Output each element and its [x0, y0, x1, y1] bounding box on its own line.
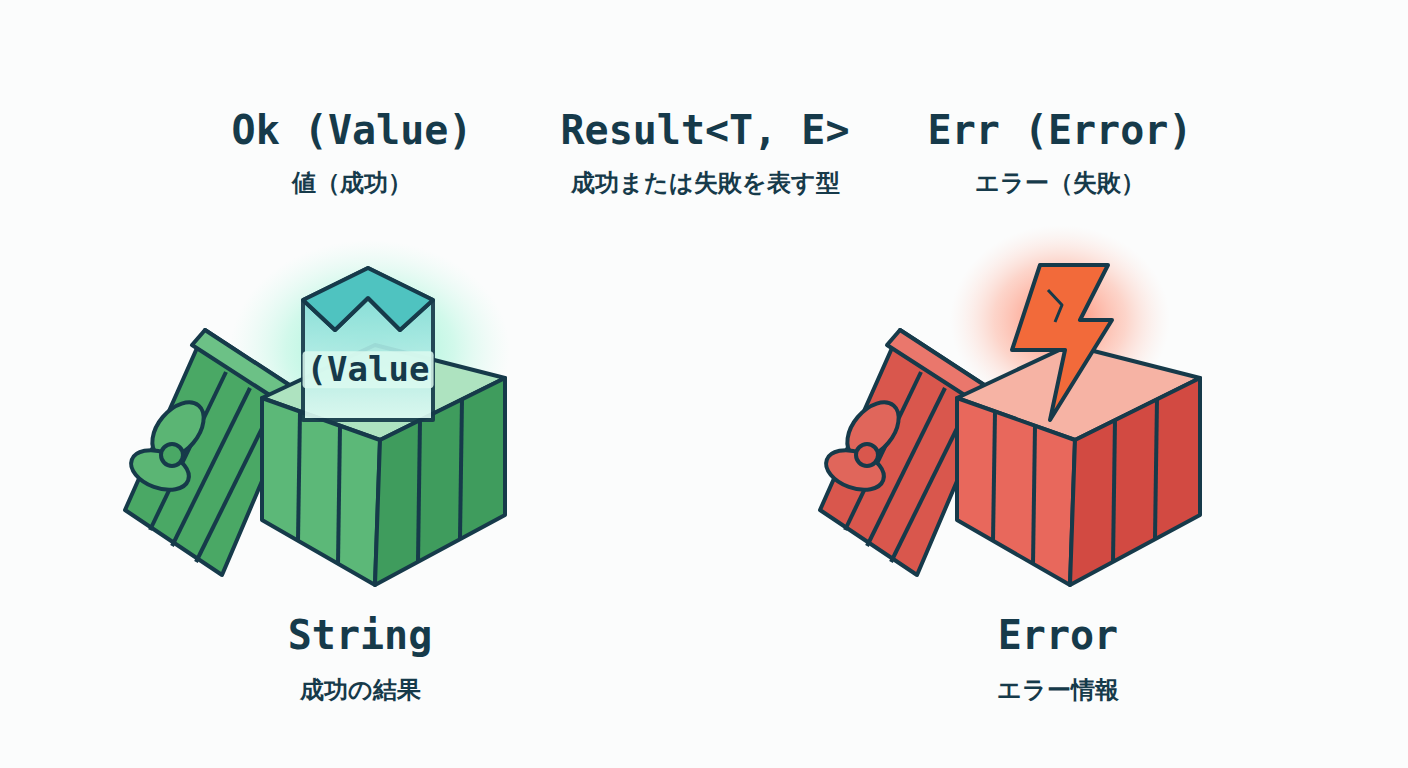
green-box [262, 345, 505, 585]
header-label: Ok (Value) [232, 108, 473, 152]
box-text: String [288, 613, 433, 657]
red-box [957, 345, 1200, 585]
header-label: 成功または失敗を表す型 [571, 170, 840, 196]
box-text: (Value [303, 351, 434, 388]
box-text: Error [998, 613, 1118, 657]
gift-box: (ValueString 成功の結果 [110, 250, 530, 720]
gift-box: Error エラー情報 [808, 250, 1228, 720]
box-text: 成功の結果 [300, 677, 421, 703]
header-label: Err (Error) [928, 108, 1193, 152]
header-label: Result<T, E> [561, 108, 850, 152]
header-label: エラー（失敗） [975, 170, 1145, 196]
value-crystal [303, 268, 433, 420]
header-label: 値（成功） [292, 170, 412, 196]
lightning-bolt [1012, 265, 1112, 420]
box-text: エラー情報 [997, 677, 1119, 703]
